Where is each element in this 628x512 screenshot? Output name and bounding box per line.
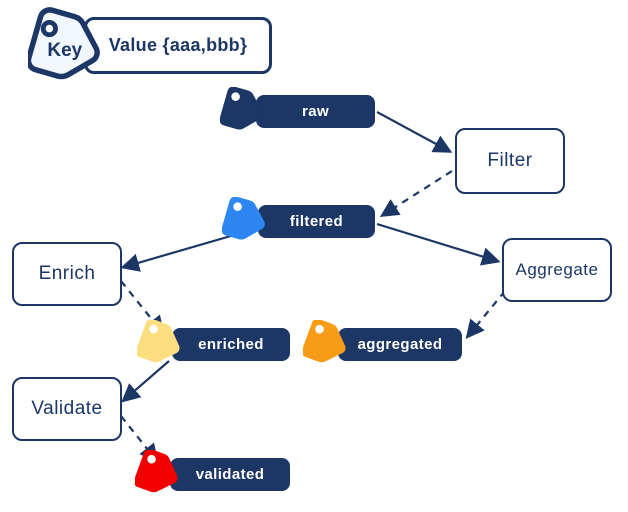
tag-icon-filtered <box>222 197 265 240</box>
tag-node-filtered: filtered <box>258 205 375 238</box>
process-box-aggregate: Aggregate <box>502 238 612 302</box>
tag-node-aggregated: aggregated <box>338 328 462 361</box>
edge-filtered-to-enrich <box>120 229 249 272</box>
legend-key-label: Key <box>47 40 82 61</box>
tag-icon-aggregated <box>303 320 346 363</box>
tag-label-validated: validated <box>195 466 265 483</box>
tag-label-raw: raw <box>301 103 330 120</box>
process-label-aggregate: Aggregate <box>515 260 599 279</box>
edge-filter-to-filtered <box>379 170 453 218</box>
edge-aggregate-to-aggregated <box>465 290 506 339</box>
process-box-enrich: Enrich <box>12 242 122 306</box>
process-label-enrich: Enrich <box>38 263 96 284</box>
tag-icon-enriched <box>137 320 180 363</box>
process-box-filter: Filter <box>455 128 565 194</box>
edge-enriched-to-validate <box>121 360 170 403</box>
process-label-filter: Filter <box>487 150 533 171</box>
edge-validate-to-validated <box>120 415 159 463</box>
tag-icon-raw <box>220 87 263 130</box>
tag-label-aggregated: aggregated <box>357 336 443 353</box>
tag-label-enriched: enriched <box>198 336 264 353</box>
tag-icon-validated <box>135 450 178 493</box>
tag-node-enriched: enriched <box>172 328 290 361</box>
legend-tag-icon: Key <box>28 7 100 80</box>
legend-value-box: Value {aaa,bbb} <box>84 17 272 74</box>
process-label-validate: Validate <box>31 398 103 419</box>
process-box-validate: Validate <box>12 377 122 441</box>
edge-raw-to-filter <box>376 111 453 153</box>
tag-label-filtered: filtered <box>289 213 344 230</box>
legend-value-label: Value {aaa,bbb} <box>108 35 248 55</box>
tag-node-raw: raw <box>256 95 375 128</box>
edge-filtered-to-aggregate <box>376 222 501 266</box>
tag-node-validated: validated <box>170 458 290 491</box>
